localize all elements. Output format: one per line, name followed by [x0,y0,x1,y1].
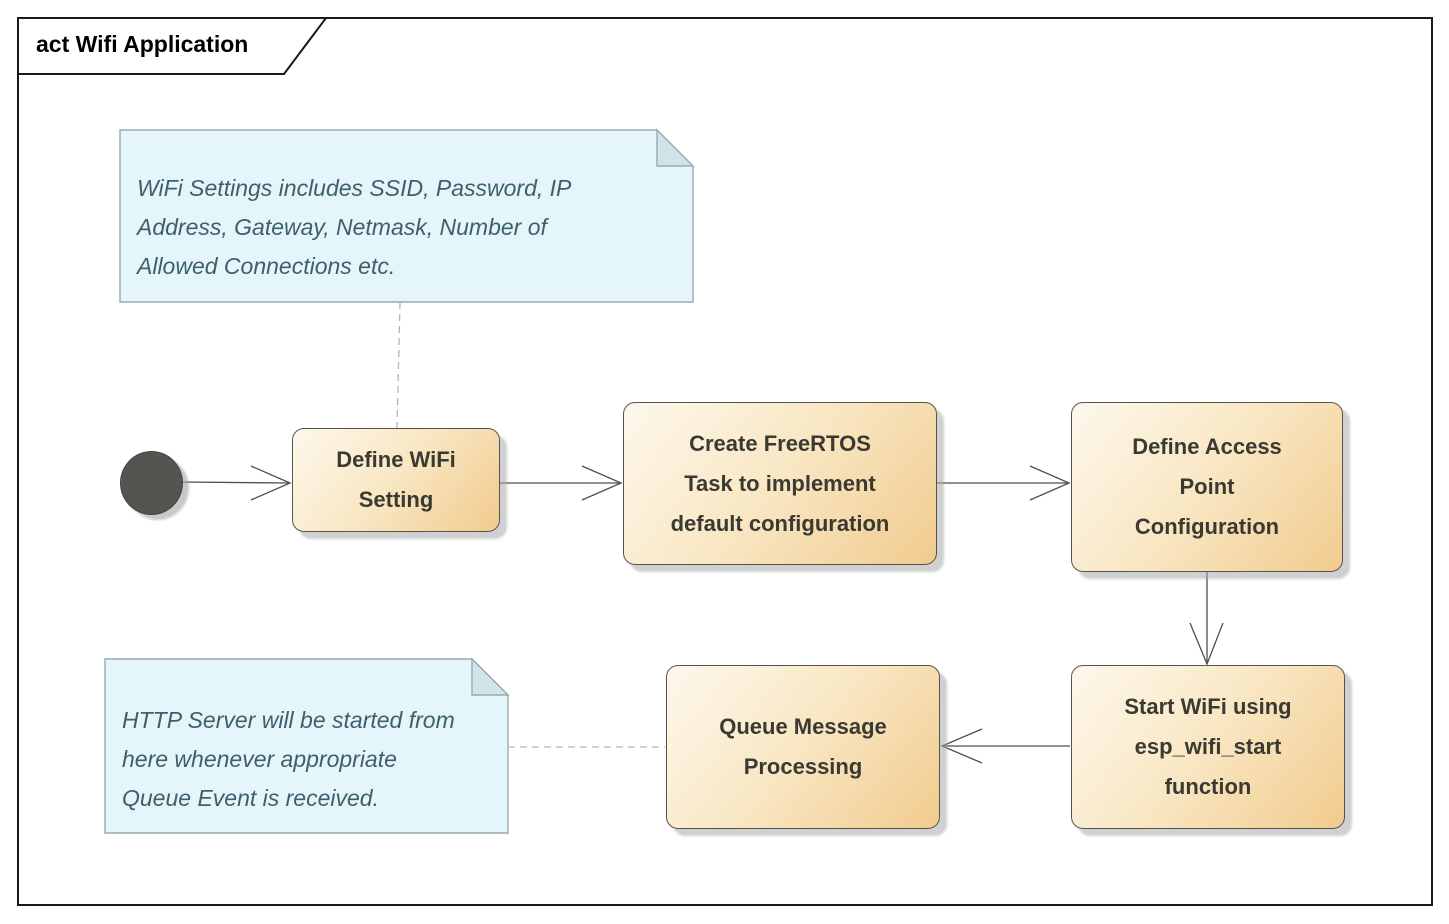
diagram-frame-border [17,17,1433,906]
wifi-settings-note-fold-icon [656,128,695,167]
initial-node[interactable] [120,451,183,515]
diagram-frame-tab [17,17,328,75]
http-server-note-shape[interactable] [104,658,509,834]
activity-create-freertos-task[interactable]: Create FreeRTOS Task to implement defaul… [623,402,937,565]
arrowhead-define-wifi-icon [250,465,292,501]
activity-define-wifi-setting[interactable]: Define WiFi Setting [292,428,500,532]
http-server-note-text: HTTP Server will be started from here wh… [122,707,455,811]
wifi-settings-note-shape[interactable] [119,129,694,303]
activity-define-access-point-configuration[interactable]: Define Access Point Configuration [1071,402,1343,572]
arrowhead-create-task-icon [581,465,623,501]
activity-queue-message-processing[interactable]: Queue Message Processing [666,665,940,829]
note-link-wifi-settings [396,301,401,429]
wifi-settings-note-text: WiFi Settings includes SSID, Password, I… [137,175,572,279]
flow-initial-to-define-wifi[interactable] [180,481,291,484]
diagram-title: act Wifi Application [36,31,249,57]
arrowhead-access-point-icon [1029,465,1071,501]
arrowhead-start-wifi-icon [1189,622,1224,666]
activity-start-wifi[interactable]: Start WiFi using esp_wifi_start function [1071,665,1345,829]
http-server-note-fold-icon [471,657,510,696]
arrowhead-queue-processing-icon [940,728,983,764]
